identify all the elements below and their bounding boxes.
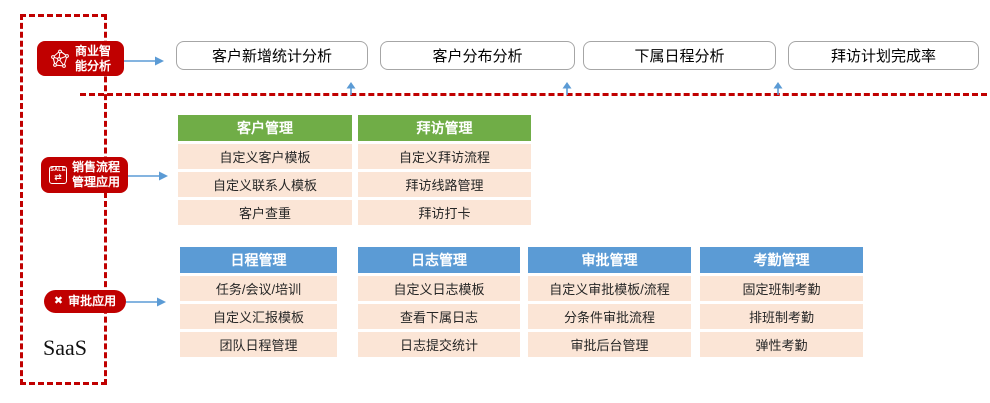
pill-approval-label: 审批应用 bbox=[68, 294, 117, 308]
table-row: 团队日程管理 bbox=[180, 332, 337, 357]
table-row: 排班制考勤 bbox=[700, 304, 863, 329]
analysis-box-subordinate-schedule: 下属日程分析 bbox=[583, 41, 776, 70]
sale-badge-icon: SALE ⇄ bbox=[48, 166, 67, 184]
pill-label-line: 销售流程 bbox=[71, 160, 120, 174]
table-row: 自定义汇报模板 bbox=[180, 304, 337, 329]
table-row: 自定义审批模板/流程 bbox=[528, 276, 691, 301]
arrow-up-icon bbox=[562, 82, 572, 95]
sale-icon-text: SALE bbox=[50, 167, 66, 174]
visit-management-table: 拜访管理 自定义拜访流程 拜访线路管理 拜访打卡 bbox=[358, 115, 531, 225]
table-row: 日志提交统计 bbox=[358, 332, 520, 357]
table-row: 查看下属日志 bbox=[358, 304, 520, 329]
table-row: 弹性考勤 bbox=[700, 332, 863, 357]
table-row: 自定义日志模板 bbox=[358, 276, 520, 301]
pill-approval-app: ✖ 审批应用 bbox=[44, 290, 126, 313]
log-management-table: 日志管理 自定义日志模板 查看下属日志 日志提交统计 bbox=[358, 247, 520, 357]
pill-business-intelligence: 商业智 能分析 bbox=[37, 41, 124, 76]
table-row: 自定义客户模板 bbox=[178, 144, 352, 169]
pill-sales-process-label: 销售流程 管理应用 bbox=[72, 160, 120, 190]
table-row: 拜访打卡 bbox=[358, 200, 531, 225]
table-row: 自定义联系人模板 bbox=[178, 172, 352, 197]
table-header: 拜访管理 bbox=[358, 115, 531, 141]
approval-management-table: 审批管理 自定义审批模板/流程 分条件审批流程 审批后台管理 bbox=[528, 247, 691, 357]
table-row: 客户查重 bbox=[178, 200, 352, 225]
analysis-box-visit-plan-completion: 拜访计划完成率 bbox=[788, 41, 979, 70]
table-header: 日志管理 bbox=[358, 247, 520, 273]
attendance-management-table: 考勤管理 固定班制考勤 排班制考勤 弹性考勤 bbox=[700, 247, 863, 357]
table-row: 审批后台管理 bbox=[528, 332, 691, 357]
saas-label: SaaS bbox=[43, 335, 87, 360]
analysis-box-customer-new-stats: 客户新增统计分析 bbox=[176, 41, 368, 70]
table-header: 客户管理 bbox=[178, 115, 352, 141]
pill-label-line: 能分析 bbox=[74, 58, 111, 73]
pill-label-line: 管理应用 bbox=[71, 175, 120, 189]
customer-management-table: 客户管理 自定义客户模板 自定义联系人模板 客户查重 bbox=[178, 115, 352, 225]
pill-label-line: 商业智 bbox=[74, 43, 111, 58]
schedule-management-table: 日程管理 任务/会议/培训 自定义汇报模板 团队日程管理 bbox=[180, 247, 337, 357]
table-header: 日程管理 bbox=[180, 247, 337, 273]
table-row: 分条件审批流程 bbox=[528, 304, 691, 329]
x-icon: ✖ bbox=[53, 295, 64, 307]
table-row: 拜访线路管理 bbox=[358, 172, 531, 197]
table-row: 任务/会议/培训 bbox=[180, 276, 337, 301]
table-header: 考勤管理 bbox=[700, 247, 863, 273]
arrow-up-icon bbox=[773, 82, 783, 95]
table-row: 固定班制考勤 bbox=[700, 276, 863, 301]
network-icon bbox=[51, 49, 69, 68]
arrow-up-icon bbox=[346, 82, 356, 95]
analysis-box-customer-distribution: 客户分布分析 bbox=[380, 41, 575, 70]
exchange-arrows-icon: ⇄ bbox=[54, 171, 62, 182]
arrow-right-icon bbox=[128, 171, 168, 181]
arrow-right-icon bbox=[124, 56, 164, 66]
pill-sales-process: SALE ⇄ 销售流程 管理应用 bbox=[41, 157, 128, 193]
table-row: 自定义拜访流程 bbox=[358, 144, 531, 169]
arrow-right-icon bbox=[126, 297, 166, 307]
table-header: 审批管理 bbox=[528, 247, 691, 273]
dashed-divider-line bbox=[80, 93, 987, 96]
pill-business-intelligence-label: 商业智 能分析 bbox=[75, 44, 111, 74]
saas-dashed-frame bbox=[20, 14, 107, 385]
